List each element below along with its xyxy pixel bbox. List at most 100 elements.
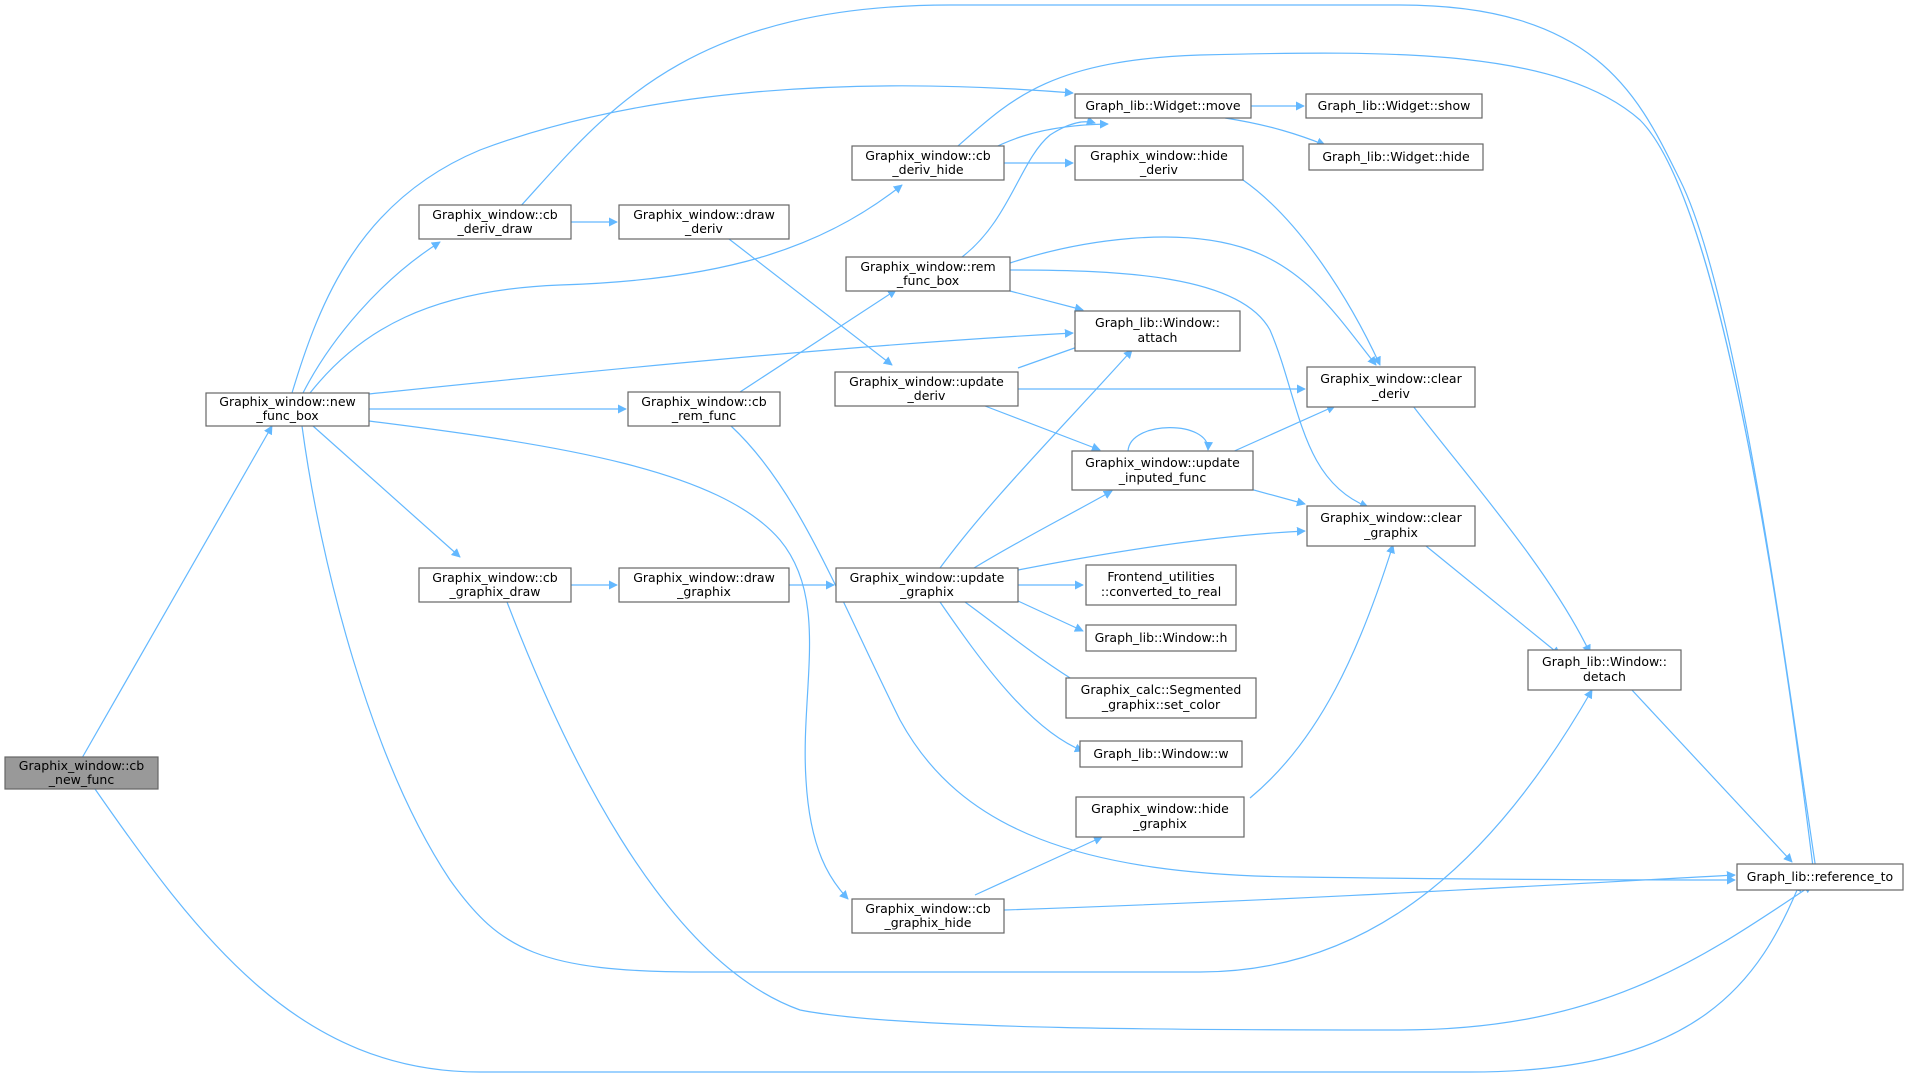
edge-hide-graphix-to-clear-graphix: [1249, 544, 1395, 799]
node-cb-deriv-hide[interactable]: Graphix_window::cb _deriv_hide: [851, 145, 1005, 181]
node-label-line: _deriv: [907, 388, 946, 403]
node-label-line: _graphix: [676, 584, 731, 599]
node-label-line: Graphix_window::cb: [432, 207, 557, 222]
node-set-color[interactable]: Graphix_calc::Segmented _graphix::set_co…: [1065, 677, 1257, 719]
node-label-line: Graphix_window::clear: [1320, 371, 1462, 386]
node-update-graphix[interactable]: Graphix_window::update _graphix: [835, 567, 1019, 603]
node-rem-func-box[interactable]: Graphix_window::rem _func_box: [845, 256, 1011, 292]
node-label-line: Graphix_window::update: [850, 570, 1005, 585]
node-label-line: Graphix_window::hide: [1091, 801, 1229, 816]
node-clear-deriv[interactable]: Graphix_window::clear _deriv: [1306, 366, 1476, 408]
edge-cb-rem-func-to-reference-to: [730, 425, 1736, 885]
edge-new-func-box-to-cb-deriv-draw: [302, 241, 441, 394]
node-window-attach[interactable]: Graph_lib::Window:: attach: [1074, 310, 1241, 352]
node-widget-show[interactable]: Graph_lib::Widget::show: [1305, 93, 1483, 119]
node-label-line: Graphix_window::rem: [860, 259, 995, 274]
edge-new-func-box-to-window-detach: [301, 425, 1593, 973]
node-cb-rem-func[interactable]: Graphix_window::cb _rem_func: [627, 391, 781, 427]
node-label-line: _func_box: [255, 408, 318, 423]
node-label-line: Graphix_window::update: [849, 374, 1004, 389]
edge-cb-new-func-to-new-func-box: [81, 425, 273, 759]
node-window-detach[interactable]: Graph_lib::Window:: detach: [1527, 649, 1682, 691]
node-label-line: _deriv_hide: [891, 162, 963, 177]
node-window-h[interactable]: Graph_lib::Window::h: [1085, 624, 1237, 652]
edge-new-func-box-to-cb-deriv-hide: [309, 184, 903, 394]
edge-rem-func-box-to-clear-deriv: [1009, 236, 1377, 366]
edge-rem-func-box-to-clear-graphix: [1009, 269, 1369, 509]
node-widget-move[interactable]: Graph_lib::Widget::move: [1074, 93, 1252, 119]
node-hide-deriv[interactable]: Graphix_window::hide _deriv: [1074, 145, 1244, 181]
node-converted-to-real[interactable]: Frontend_utilities ::converted_to_real: [1085, 564, 1237, 606]
edge-cb-graphix-draw-to-reference-to: [506, 601, 1813, 1031]
node-label-line: Graphix_window::cb: [19, 758, 144, 773]
edge-window-detach-to-reference-to: [1630, 688, 1793, 863]
node-label-line: Graphix_window::draw: [633, 207, 775, 222]
edge-hide-deriv-to-clear-deriv: [1242, 179, 1381, 366]
node-draw-deriv[interactable]: Graphix_window::draw _deriv: [618, 204, 790, 240]
node-label-line: Graph_lib::Window::h: [1095, 630, 1228, 645]
node-widget-hide[interactable]: Graph_lib::Widget::hide: [1308, 143, 1484, 171]
edge-update-graphix-to-window-attach: [939, 349, 1133, 569]
node-label-line: _func_box: [896, 273, 959, 288]
edge-update-graphix-to-clear-graphix: [1017, 526, 1306, 571]
edge-update-graphix-to-window-h: [1017, 600, 1084, 632]
edge-update-graphix-to-set-color: [964, 601, 1084, 687]
node-label-line: attach: [1138, 330, 1178, 345]
edge-cb-new-func-to-reference-to: [94, 788, 1802, 1073]
edge-cb-graphix-hide-to-reference-to: [1003, 870, 1736, 911]
node-label-line: _rem_func: [671, 408, 736, 423]
node-label-line: _graphix_draw: [449, 584, 541, 599]
node-label-line: Graphix_window::cb: [432, 570, 557, 585]
node-label-line: Graphix_calc::Segmented: [1081, 682, 1242, 697]
node-label-line: Graph_lib::reference_to: [1747, 869, 1893, 884]
node-label-line: Graphix_window::draw: [633, 570, 775, 585]
node-label-line: _graphix: [899, 584, 954, 599]
node-label-line: _graphix: [1363, 525, 1418, 540]
edges-layer: [81, 4, 1822, 1073]
edge-update-graphix-to-update-inputed-func: [973, 490, 1113, 569]
node-label-line: Graphix_window::new: [219, 394, 355, 409]
edge-update-inputed-func-self-loop: [1127, 427, 1214, 452]
edge-draw-deriv-to-update-deriv: [728, 238, 893, 366]
node-label-line: Graphix_window::cb: [865, 901, 990, 916]
edge-clear-graphix-to-window-detach: [1425, 545, 1561, 656]
edge-cb-deriv-hide-to-reference-to: [957, 52, 1819, 884]
node-window-w[interactable]: Graph_lib::Window::w: [1079, 740, 1243, 768]
node-label-line: Graphix_window::cb: [641, 394, 766, 409]
node-cb-graphix-hide[interactable]: Graphix_window::cb _graphix_hide: [851, 898, 1005, 934]
node-cb-deriv-draw[interactable]: Graphix_window::cb _deriv_draw: [418, 204, 572, 240]
node-hide-graphix[interactable]: Graphix_window::hide _graphix: [1075, 796, 1245, 838]
node-label-line: Graphix_window::clear: [1320, 510, 1462, 525]
edge-new-func-box-to-window-attach: [368, 328, 1074, 395]
node-new-func-box[interactable]: Graphix_window::new _func_box: [205, 392, 370, 427]
node-label-line: Graph_lib::Widget::hide: [1322, 149, 1470, 164]
edge-new-func-box-to-cb-graphix-draw: [312, 425, 461, 558]
edge-rem-func-box-to-widget-move: [961, 116, 1096, 258]
edge-update-deriv-to-window-attach: [1017, 343, 1084, 369]
node-cb-new-func[interactable]: Graphix_window::cb _new_func: [4, 756, 159, 790]
node-label-line: Graph_lib::Window::: [1095, 315, 1220, 330]
node-update-inputed-func[interactable]: Graphix_window::update _inputed_func: [1071, 450, 1254, 491]
edge-widget-move-to-widget-hide: [1224, 117, 1326, 147]
node-label-line: _inputed_func: [1118, 470, 1207, 485]
node-label-line: Graph_lib::Widget::move: [1085, 98, 1241, 113]
node-cb-graphix-draw[interactable]: Graphix_window::cb _graphix_draw: [418, 567, 572, 603]
node-label-line: Graph_lib::Window::: [1542, 654, 1667, 669]
node-update-deriv[interactable]: Graphix_window::update _deriv: [834, 371, 1019, 407]
node-label-line: _graphix: [1132, 816, 1187, 831]
node-label-line: Frontend_utilities: [1107, 569, 1214, 584]
edge-cb-graphix-hide-to-hide-graphix: [974, 836, 1103, 896]
node-clear-graphix[interactable]: Graphix_window::clear _graphix: [1306, 505, 1476, 547]
node-label-line: Graphix_window::update: [1085, 455, 1240, 470]
node-reference-to[interactable]: Graph_lib::reference_to: [1736, 863, 1904, 891]
edge-cb-rem-func-to-rem-func-box: [739, 289, 897, 393]
nodes-layer: Graphix_window::cb _new_func Graphix_win…: [4, 93, 1904, 934]
edge-new-func-box-to-cb-graphix-hide: [368, 420, 849, 900]
node-draw-graphix[interactable]: Graphix_window::draw _graphix: [618, 567, 790, 603]
node-label-line: _deriv: [1139, 162, 1178, 177]
node-label-line: _deriv: [1371, 386, 1410, 401]
node-label-line: _graphix_hide: [884, 915, 972, 930]
node-label-line: Graphix_window::cb: [865, 148, 990, 163]
node-label-line: Graphix_window::hide: [1090, 148, 1228, 163]
